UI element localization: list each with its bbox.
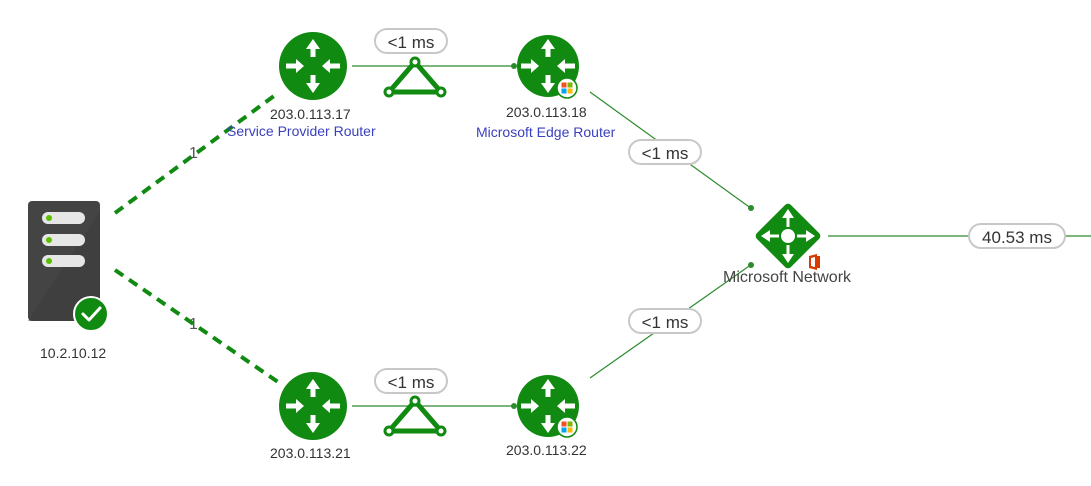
segment-triangle-icon[interactable] [383, 395, 447, 437]
microsoft-logo-icon [556, 77, 578, 99]
link-endpoint-dot [511, 63, 517, 69]
microsoft-network-label: Microsoft Network [723, 269, 852, 286]
source-ip-label: 10.2.10.12 [40, 345, 107, 361]
links [113, 63, 1091, 409]
latency-pill-net-out[interactable]: 40.53 ms [968, 223, 1066, 249]
latency-pill-r1-r2[interactable]: <1 ms [374, 28, 448, 54]
latency-pill-r3-r4[interactable]: <1 ms [374, 368, 448, 394]
hop-count-top: 1 [189, 145, 198, 162]
latency-pill-r2-net[interactable]: <1 ms [628, 139, 702, 165]
router-ip-r1: 203.0.113.17 [270, 106, 351, 122]
check-icon [73, 296, 109, 332]
router-ip-r2: 203.0.113.18 [506, 104, 587, 120]
router-role-r1[interactable]: Service Provider Router [227, 123, 376, 139]
office-icon [806, 253, 822, 271]
microsoft-logo-icon [556, 416, 578, 438]
link-endpoint-dot [748, 205, 754, 211]
router-role-r2[interactable]: Microsoft Edge Router [476, 124, 616, 140]
hop-count-bottom: 1 [189, 316, 198, 333]
router-ip-r3: 203.0.113.21 [270, 445, 351, 461]
router-icon-r1[interactable] [279, 32, 347, 100]
segment-triangle-icon[interactable] [383, 56, 447, 98]
network-hub-icon[interactable] [754, 202, 822, 270]
router-icon-r3[interactable] [279, 372, 347, 440]
server-icon[interactable] [28, 201, 100, 321]
router-ip-r4: 203.0.113.22 [506, 442, 587, 458]
link-endpoint-dot [511, 403, 517, 409]
link-endpoint-dot [748, 262, 754, 268]
latency-pill-r4-net[interactable]: <1 ms [628, 308, 702, 334]
